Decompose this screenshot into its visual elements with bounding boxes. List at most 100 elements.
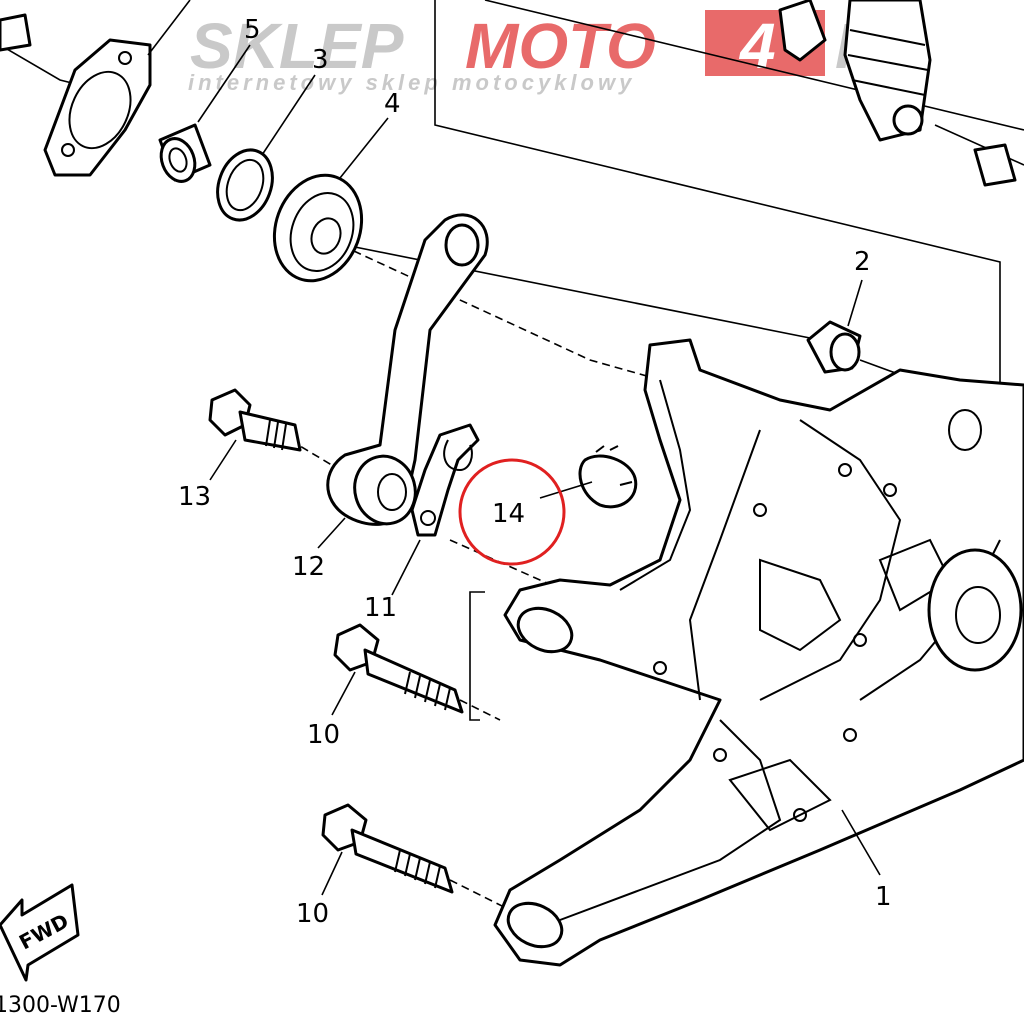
swingarm-axle-boss (927, 548, 1023, 672)
swingarm-rivet-8 (753, 503, 767, 517)
seal-3-inner (225, 158, 265, 212)
bearing-4-bore (310, 217, 342, 255)
swingarm-rib-4 (559, 719, 782, 921)
swingarm-rivet-4 (838, 463, 852, 477)
fwd-arrow: FWD (0, 883, 80, 982)
callout-1: 1 (875, 882, 892, 912)
frame-line-top (484, 0, 1024, 131)
leader-12 (317, 517, 346, 549)
shock-absorber-end (778, 0, 1017, 187)
axis-dashed-bolt10a (459, 699, 501, 721)
highlight-circle (458, 458, 566, 566)
bolt-13-shank (238, 410, 302, 452)
bush-5-bore (168, 147, 188, 173)
swingarm-pocket-1 (759, 558, 842, 652)
partial-part-edge (0, 13, 32, 52)
swingarm-upper-mount (948, 409, 982, 451)
swingarm-pocket-2 (728, 758, 832, 832)
bush-2-face (829, 332, 861, 372)
watermark-tagline: internetowy sklep motocyklowy (188, 70, 635, 95)
flange-plate-bore (68, 70, 132, 150)
axis-dashed-bolt10b (449, 879, 511, 911)
shock-spring-lines (847, 29, 929, 96)
shock-bolt-stub (973, 143, 1017, 187)
part-12-arm (326, 213, 489, 526)
bracket-11-hole (420, 510, 436, 526)
callout-3: 3 (312, 45, 329, 75)
fwd-arrow-shape (0, 883, 80, 982)
leader-4 (339, 117, 389, 179)
leader-13 (209, 439, 237, 481)
swingarm-rib-3 (759, 419, 902, 701)
bearing-4-outer (272, 173, 364, 283)
flange-plate-body (43, 38, 152, 177)
flange-plate (0, 13, 152, 177)
arm-12-lower-bore (377, 473, 407, 511)
leader-6 (147, 0, 191, 56)
swingarm-pivot-front-upper (516, 606, 574, 654)
part-13-bolt (208, 388, 302, 452)
part-3-seal (216, 148, 274, 222)
swingarm-rivet-2 (713, 748, 727, 762)
arm-12-upper-eye (444, 223, 480, 267)
figure-code: 1300-W170 (0, 993, 121, 1018)
swingarm-rib-2 (688, 429, 761, 701)
callout-13: 13 (178, 482, 211, 512)
part-5-bush (158, 123, 212, 183)
part-10-bolt-upper (333, 623, 464, 714)
frame-bracket-lower (469, 591, 485, 721)
swingarm-rivet-7 (843, 728, 857, 742)
flange-plate-hole-2 (61, 143, 75, 157)
leader-10a (331, 671, 356, 716)
callout-11: 11 (364, 593, 397, 623)
bolt-10b-thread (394, 849, 441, 889)
bush-5-face (159, 137, 197, 183)
swingarm-rivet-1 (653, 661, 667, 675)
seal-3-outer (216, 148, 274, 222)
swingarm-rivet-3 (793, 808, 807, 822)
flange-plate-hole-1 (118, 51, 132, 65)
leader-5 (197, 44, 251, 123)
watermark-brand-left: SKLEP (190, 10, 404, 82)
part-2-bush (806, 320, 862, 374)
part-14-clamp (578, 445, 638, 509)
bracket-11-plate (410, 423, 480, 537)
leader-2 (847, 279, 863, 327)
swingarm-pivot-front-lower (506, 901, 564, 949)
bracket-11-clip (443, 439, 473, 472)
clamp-14-body (578, 454, 638, 509)
part-1-swingarm (493, 338, 1024, 967)
shock-nut (778, 0, 827, 62)
callout-5: 5 (244, 15, 261, 45)
callout-2: 2 (854, 247, 871, 277)
axis-dashed-bolt13 (289, 439, 341, 471)
watermark-brand-mid: MOTO (465, 10, 656, 82)
leader-14 (539, 481, 593, 499)
swingarm-axle-bore (955, 586, 1001, 644)
swingarm-rib-1 (619, 379, 692, 591)
swingarm-rivet-5 (883, 483, 897, 497)
shock-eye (892, 104, 924, 136)
bolt-13-thread (265, 419, 287, 451)
leader-3 (261, 74, 316, 156)
clamp-14-teeth (595, 445, 633, 486)
swingarm-rivet-6 (853, 633, 867, 647)
frame-line-upper (434, 0, 1001, 440)
callout-12: 12 (292, 552, 325, 582)
watermark-brand-number: 4 (738, 10, 776, 82)
part-4-bearing (272, 173, 364, 283)
part-11-bracket (410, 423, 480, 537)
callout-10-lower: 10 (296, 899, 329, 929)
leader-1 (841, 809, 881, 876)
callouts: 1 2 3 4 5 10 10 11 12 13 14 (178, 15, 892, 929)
arm-12-body (326, 213, 489, 526)
leader-11 (391, 539, 421, 596)
callout-4: 4 (384, 89, 401, 119)
leader-lines (147, 0, 881, 896)
callout-10-upper: 10 (307, 720, 340, 750)
bolt-10a-thread (404, 671, 451, 711)
bearing-4-race (289, 192, 355, 272)
part-10-bolt-lower (321, 803, 454, 894)
